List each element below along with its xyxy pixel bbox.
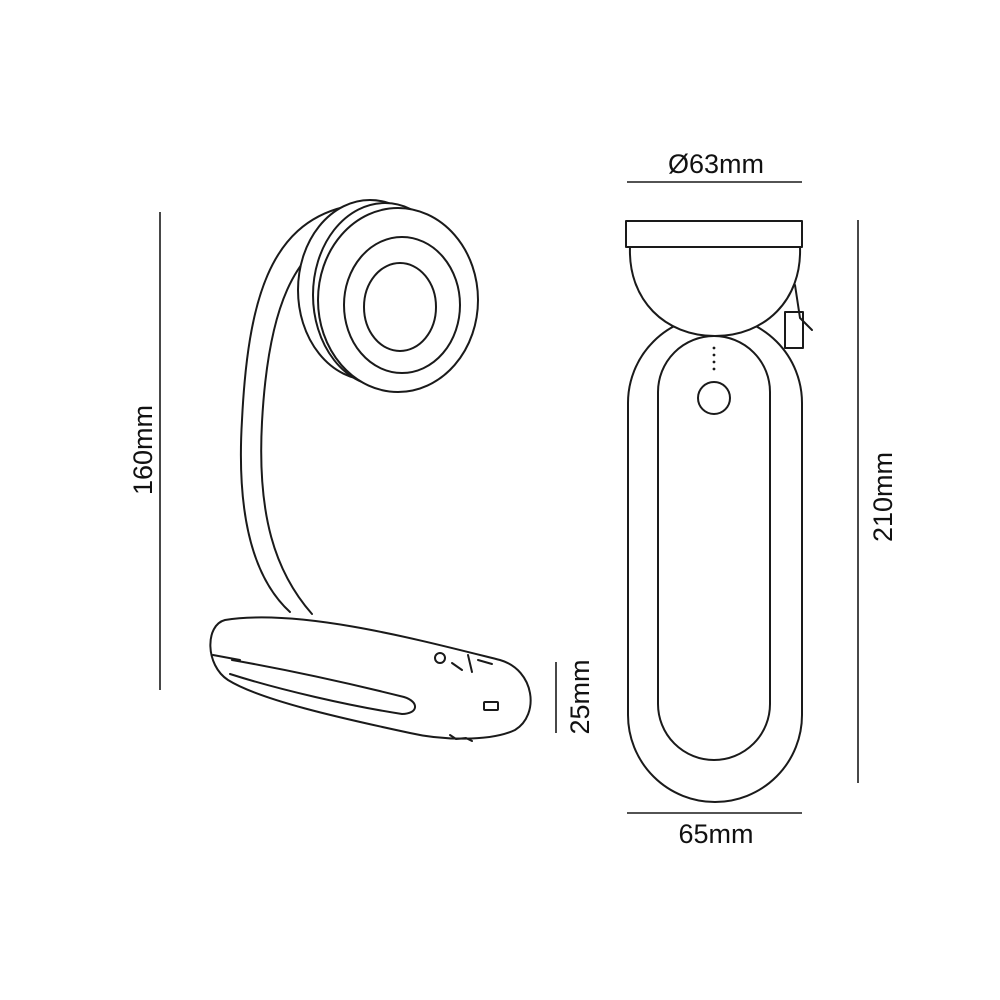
- head-cap: [625, 220, 803, 248]
- switch-button: [434, 652, 446, 664]
- dim-label-height-side: 160mm: [128, 405, 158, 495]
- indicator-dot: [712, 353, 716, 357]
- base-clip-slot: [229, 659, 416, 715]
- head-lens: [363, 262, 437, 352]
- side-view: 160mm 25mm: [128, 199, 595, 742]
- base-bottom-notch: [449, 734, 473, 742]
- base-clip-jaw: [212, 654, 241, 661]
- head-dome: [628, 246, 802, 337]
- gooseneck-arm: [239, 206, 345, 613]
- indicator-dot: [712, 360, 716, 364]
- switch-marks: [451, 654, 493, 673]
- clip-side-plate: [794, 284, 813, 331]
- dim-label-width-front: 65mm: [678, 819, 753, 849]
- power-button: [697, 381, 731, 415]
- dim-label-head-diameter: Ø63mm: [668, 149, 764, 179]
- indicator-dot: [712, 346, 716, 350]
- clip-side-block: [784, 311, 804, 349]
- usb-port: [483, 701, 499, 711]
- dim-label-height-front: 210mm: [868, 452, 898, 542]
- base-clip: [209, 616, 532, 740]
- front-view: Ø63mm 210mm 65mm: [625, 149, 898, 849]
- dim-label-base-height: 25mm: [565, 659, 595, 734]
- indicator-dot: [712, 367, 716, 371]
